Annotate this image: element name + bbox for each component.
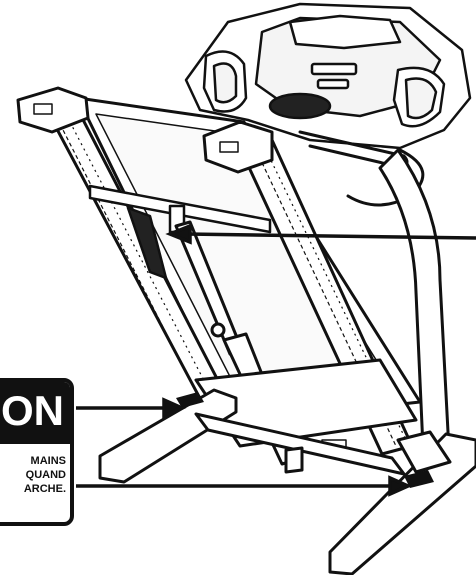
callout-arrows: [76, 223, 476, 497]
warning-line-1: MAINS: [30, 455, 66, 467]
warning-text: MAINS QUAND ARCHE.: [0, 454, 66, 496]
warning-line-3: ARCHE.: [23, 483, 66, 495]
left-side-rail: [16, 86, 228, 408]
warning-heading: ON: [0, 382, 70, 444]
console: [184, 2, 472, 150]
warning-line-2: QUAND: [25, 469, 66, 481]
decal-left-base: [176, 392, 204, 408]
warning-label: ON MAINS QUAND ARCHE.: [0, 378, 74, 526]
arrow-latch: [185, 232, 476, 240]
warning-decal-markers: [176, 392, 434, 488]
decal-right-base: [404, 470, 434, 488]
base-frame: [98, 388, 476, 575]
latch-mechanism: [88, 184, 272, 280]
